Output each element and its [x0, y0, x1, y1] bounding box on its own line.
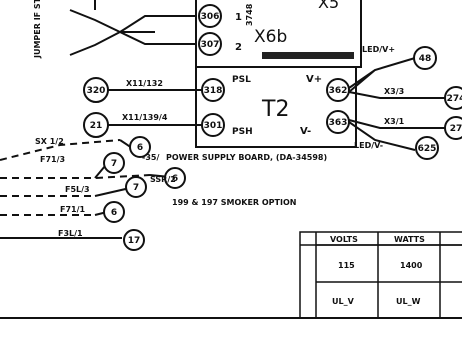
node-17: [123, 229, 145, 251]
node-27: [444, 116, 462, 140]
jumper-wires: [69, 0, 196, 56]
node-48: [413, 46, 437, 70]
wire-x3-3-label: X3/3: [384, 87, 404, 96]
wire-f71-1-label: F71/1: [60, 205, 86, 214]
node-301-label: 301: [204, 121, 223, 131]
wire-f71-3-label: F71/3: [40, 155, 65, 164]
node-625: [415, 136, 439, 160]
led-vplus-label: LED/V+: [362, 45, 395, 54]
pin-2: 2: [235, 42, 242, 53]
node-362: [326, 78, 350, 102]
node-7a-label: 7: [111, 159, 117, 169]
node-307: [198, 32, 222, 56]
node-7b: [125, 176, 147, 198]
psb-prefix: -35/: [142, 153, 159, 162]
right-wires: [348, 57, 448, 151]
node-320-label: 320: [87, 86, 106, 96]
node-306-label: 306: [201, 12, 220, 22]
node-7a: [103, 152, 125, 174]
wire-f3l-1-label: F3L/1: [58, 229, 83, 238]
node-6a-label: 6: [137, 143, 143, 153]
x5-label: X5: [318, 0, 339, 12]
node-625-label: 625: [418, 144, 437, 154]
jumper-side-label: JUMPER IF STANDARD: [33, 0, 42, 59]
smoker-option-note: 199 & 197 SMOKER OPTION: [172, 198, 296, 207]
wire-x3-1-label: X3/1: [384, 117, 405, 126]
node-7b-label: 7: [133, 183, 139, 193]
node-6c: [103, 201, 125, 223]
wire-f5l-3-label: F5L/3: [65, 185, 90, 194]
led-vminus-label: LED/V-: [354, 141, 383, 150]
node-21-label: 21: [90, 121, 103, 131]
psl-label: PSL: [232, 75, 251, 85]
vplus-label: V+: [306, 74, 322, 85]
node-48-label: 48: [419, 54, 432, 64]
node-6a: [129, 136, 151, 158]
node-306: [198, 4, 222, 28]
table-header-volts: VOLTS: [330, 235, 358, 244]
node-320: [83, 77, 109, 103]
wire-x11-132-label: X11/132: [126, 79, 163, 88]
smoker-tag: SSR/2: [150, 175, 176, 184]
node-274: [444, 86, 462, 110]
node-362-label: 362: [329, 86, 348, 96]
table-cell-watts-2: UL_W: [396, 297, 421, 306]
t2-label: T2: [261, 97, 289, 122]
x11-wires: [108, 89, 202, 126]
node-318-label: 318: [204, 86, 223, 96]
node-17-label: 17: [128, 236, 141, 246]
t2-block: [195, 66, 357, 148]
wire-x11-139-4-label: X11/139/4: [122, 113, 168, 122]
power-supply-board-label: POWER SUPPLY BOARD, (DA-34598): [166, 153, 327, 162]
node-274-label: 274: [447, 94, 462, 104]
vminus-label: V-: [300, 126, 311, 137]
table-cell-volts-2: UL_V: [332, 297, 355, 306]
x6b-bar: [262, 52, 354, 59]
wire-sx-1-2-label: SX 1/2: [35, 137, 64, 146]
table-cell-volts-1: 115: [338, 261, 355, 270]
part-number: 3748: [245, 3, 254, 26]
x6b-label: X6b: [254, 27, 287, 47]
psh-label: PSH: [232, 127, 253, 137]
node-21: [83, 112, 109, 138]
node-6b: [164, 167, 186, 189]
smoker-dashed-wires: [0, 139, 151, 216]
node-6c-label: 6: [111, 208, 117, 218]
pin-1: 1: [235, 12, 242, 23]
table-cell-watts-1: 1400: [400, 261, 423, 270]
node-307-label: 307: [201, 40, 220, 50]
table-header-watts: WATTS: [394, 235, 425, 244]
node-27-label: 27: [450, 124, 462, 134]
node-363-label: 363: [329, 118, 348, 128]
node-6b-label: 6: [172, 174, 178, 184]
